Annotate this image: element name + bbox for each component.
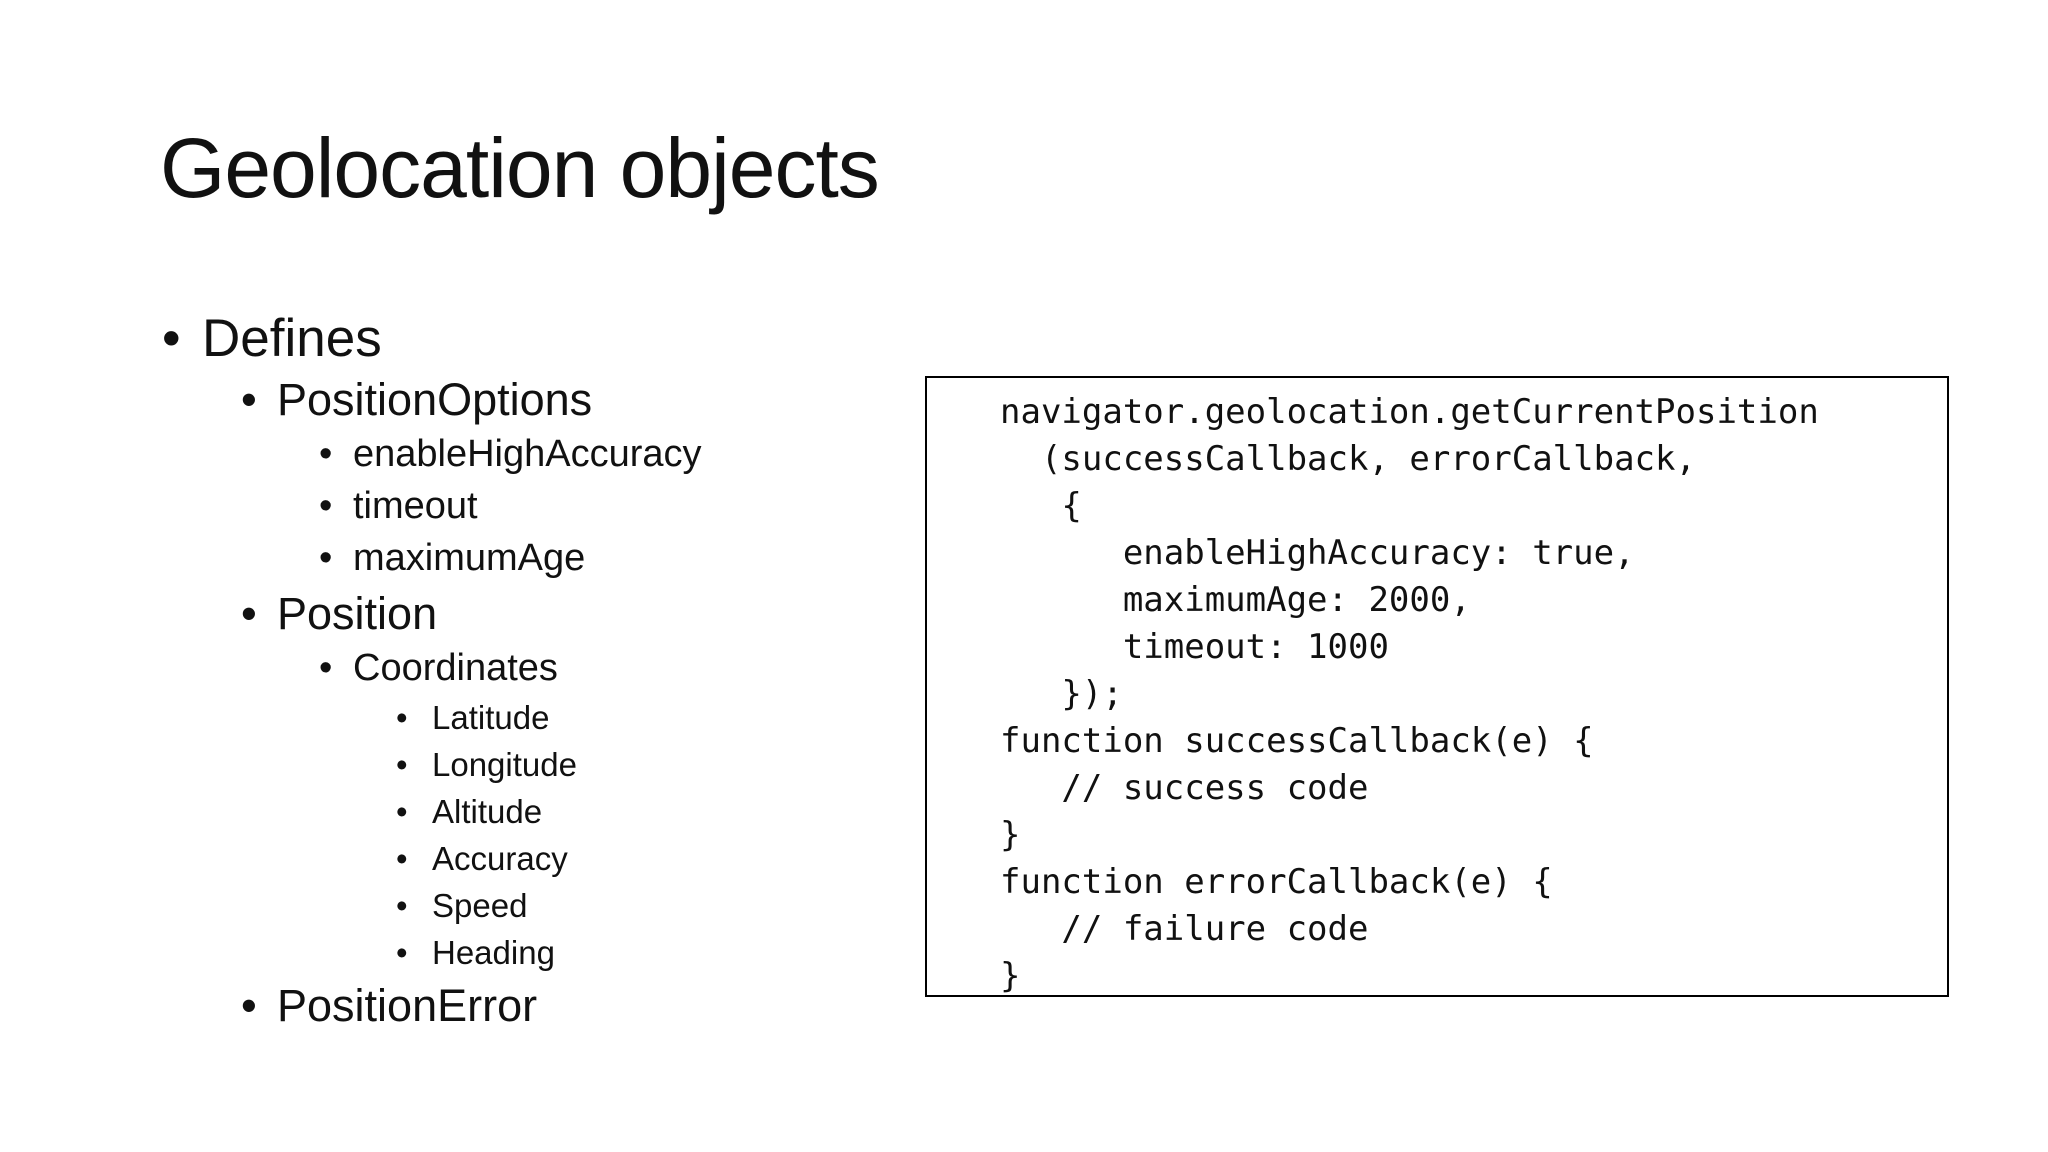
code-line: (successCallback, errorCallback, xyxy=(1000,439,1696,479)
list-item-level-2: • Position xyxy=(241,584,902,642)
bullet-icon: • xyxy=(396,840,408,877)
list-item-level-4: • Altitude xyxy=(396,788,902,835)
bullet-icon: • xyxy=(396,699,408,736)
bullet-icon: • xyxy=(396,793,408,830)
bullet-icon: • xyxy=(319,537,333,579)
list-item-label: Accuracy xyxy=(432,840,568,877)
code-line: function successCallback(e) { xyxy=(1000,721,1594,761)
code-line: navigator.geolocation.getCurrentPosition xyxy=(1000,392,1819,432)
list-item-level-3: • enableHighAccuracy xyxy=(319,428,902,480)
list-item-label: Latitude xyxy=(432,699,550,736)
list-item-level-3: • timeout xyxy=(319,480,902,532)
list-item-label: Heading xyxy=(432,934,555,971)
code-line: maximumAge: 2000, xyxy=(1000,580,1471,620)
list-item-level-2: • PositionError xyxy=(241,976,902,1034)
list-item-label: PositionOptions xyxy=(277,373,593,425)
list-item-label: Coordinates xyxy=(353,647,558,689)
code-line: }); xyxy=(1000,674,1123,714)
list-item-label: Defines xyxy=(202,308,382,368)
bullet-icon: • xyxy=(241,373,257,425)
list-item-level-4: • Heading xyxy=(396,929,902,976)
bullet-icon: • xyxy=(241,587,257,639)
list-item-label: PositionError xyxy=(277,979,538,1031)
code-line: } xyxy=(1000,815,1021,855)
code-line: // success code xyxy=(1000,768,1369,808)
page-title: Geolocation objects xyxy=(160,121,880,215)
code-panel: navigator.geolocation.getCurrentPosition… xyxy=(925,376,1949,997)
list-item-level-3: • Coordinates xyxy=(319,642,902,694)
bullet-icon: • xyxy=(319,485,333,527)
list-item-label: Speed xyxy=(432,887,528,924)
bullet-icon: • xyxy=(396,746,408,783)
code-line: timeout: 1000 xyxy=(1000,627,1389,667)
bullet-icon: • xyxy=(319,433,333,475)
list-item-label: Longitude xyxy=(432,746,577,783)
code-line: } xyxy=(1000,956,1021,996)
list-item-level-4: • Accuracy xyxy=(396,835,902,882)
bullet-icon: • xyxy=(319,647,333,689)
list-item-level-2: • PositionOptions xyxy=(241,370,902,428)
bullet-icon: • xyxy=(396,934,408,971)
code-line: { xyxy=(1000,486,1082,526)
code-line: enableHighAccuracy: true, xyxy=(1000,533,1635,573)
list-item-level-4: • Latitude xyxy=(396,694,902,741)
list-item-level-1: • Defines xyxy=(162,306,902,370)
bullet-icon: • xyxy=(162,308,181,368)
bullet-icon: • xyxy=(241,979,257,1031)
bullet-icon: • xyxy=(396,887,408,924)
list-item-level-4: • Speed xyxy=(396,882,902,929)
code-line: function errorCallback(e) { xyxy=(1000,862,1553,902)
list-item-label: maximumAge xyxy=(353,537,586,579)
list-item-level-4: • Longitude xyxy=(396,741,902,788)
list-item-label: Position xyxy=(277,587,438,639)
bullet-list: • Defines • PositionOptions • enableHigh… xyxy=(162,306,902,1034)
list-item-label: timeout xyxy=(353,485,478,527)
code-line: // failure code xyxy=(1000,909,1369,949)
list-item-label: Altitude xyxy=(432,793,543,830)
list-item-label: enableHighAccuracy xyxy=(353,433,702,475)
list-item-level-3: • maximumAge xyxy=(319,532,902,584)
